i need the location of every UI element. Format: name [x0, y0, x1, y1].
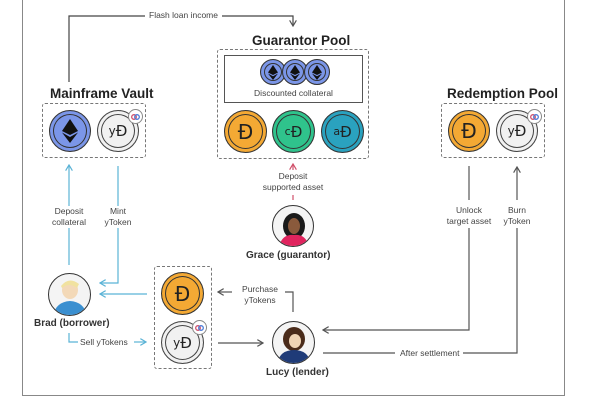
after-settlement-label: After settlement [397, 348, 463, 359]
brad-label: Brad (borrower) [34, 318, 110, 329]
burn-label-2: yToken [499, 216, 535, 227]
brad-avatar [48, 273, 91, 316]
unlock-label-1: Unlock [444, 205, 494, 216]
eth-icon [49, 110, 91, 152]
grace-avatar [272, 205, 314, 247]
lucy-label: Lucy (lender) [266, 367, 329, 378]
flash-loan-label: Flash loan income [145, 10, 222, 21]
dai-icon: Đ [448, 110, 490, 152]
lucy-avatar [272, 321, 315, 364]
ytoken-badge-icon [192, 320, 207, 335]
ytoken-badge-icon [527, 109, 542, 124]
purchase-label-2: yTokens [237, 295, 283, 306]
discounted-collateral-label: Discounted collateral [254, 88, 333, 98]
mint-ytoken-arrow [100, 166, 119, 283]
purchase-label-1: Purchase [235, 284, 285, 295]
unlock-label-2: target asset [439, 216, 499, 227]
dai-icon: Đ [224, 110, 267, 153]
ytoken-badge-icon [128, 109, 143, 124]
burn-label-1: Burn [502, 205, 532, 216]
deposit-label-1: Deposit [268, 171, 318, 182]
mint-label-1: Mint [104, 206, 132, 217]
deposit-collateral-label-1: Deposit [49, 206, 89, 217]
mainframe-vault-title: Mainframe Vault [50, 86, 154, 101]
sell-ytokens-arrow [68, 333, 78, 343]
mint-label-2: yToken [102, 217, 134, 228]
deposit-label-2: supported asset [258, 182, 328, 193]
outer-frame [22, 0, 565, 396]
guarantor-pool-title: Guarantor Pool [252, 33, 351, 48]
redemption-pool-title: Redemption Pool [447, 86, 558, 101]
eth-icon [282, 59, 308, 85]
deposit-collateral-label-2: collateral [47, 217, 91, 228]
dai-icon: Đ [161, 272, 204, 315]
eth-icon [304, 59, 330, 85]
discounted-collateral-box: Discounted collateral [224, 55, 363, 103]
grace-label: Grace (guarantor) [246, 250, 331, 261]
sell-ytokens-label: Sell yTokens [80, 337, 128, 348]
